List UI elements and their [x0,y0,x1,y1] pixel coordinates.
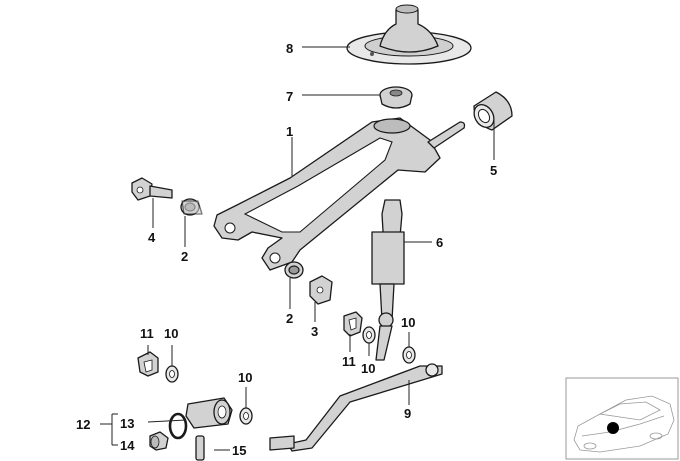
ring-near-13 [168,412,188,440]
callout-5: 5 [490,163,497,178]
part-2-bush-lower [284,261,304,279]
callout-11-left: 11 [140,326,154,341]
callout-10-c: 10 [361,361,375,376]
callout-4: 4 [148,230,156,245]
part-14-bush [149,431,169,451]
callout-13: 13 [120,416,134,431]
part-4-pin-clip [131,177,173,201]
callout-8: 8 [286,41,293,56]
callout-2-upper: 2 [181,249,188,264]
part-11-clip-right [343,311,363,337]
callout-1: 1 [286,124,293,139]
part-11-clip-left [137,351,159,377]
callout-3: 3 [311,324,318,339]
part-7-damper [379,86,413,109]
callout-7: 7 [286,89,293,104]
part-5-bushing [473,91,513,131]
car-outline-icon [573,395,675,453]
part-8-shift-boot [346,4,472,65]
part-10-washer-b [239,407,253,425]
part-10-washer-c [362,326,376,344]
part-2-bush-upper [180,198,203,216]
callout-12: 12 [76,417,90,432]
car-location-inset [565,377,679,460]
callout-6: 6 [436,235,443,250]
part-10-washer-d [402,346,416,364]
leader-lines [100,46,495,451]
part-15-pin [195,435,205,461]
callout-labels: 8 7 1 5 6 4 2 2 3 11 10 10 11 10 10 9 12… [76,41,497,458]
part-13-joint [185,397,233,429]
part-3-clip [309,275,333,305]
callout-10-d: 10 [401,315,415,330]
part-6-lower-shaft [371,199,405,361]
callout-15: 15 [232,443,246,458]
callout-14: 14 [120,438,135,453]
callout-10-a: 10 [164,326,178,341]
part-1-lever-bracket [213,117,466,271]
part-9-shift-rod [269,363,443,452]
location-marker-icon [607,422,619,434]
part-10-washer-a [165,365,179,383]
callout-10-b: 10 [238,370,252,385]
callout-11-right: 11 [342,354,356,369]
callout-2-lower: 2 [286,311,293,326]
callout-9: 9 [404,406,411,421]
